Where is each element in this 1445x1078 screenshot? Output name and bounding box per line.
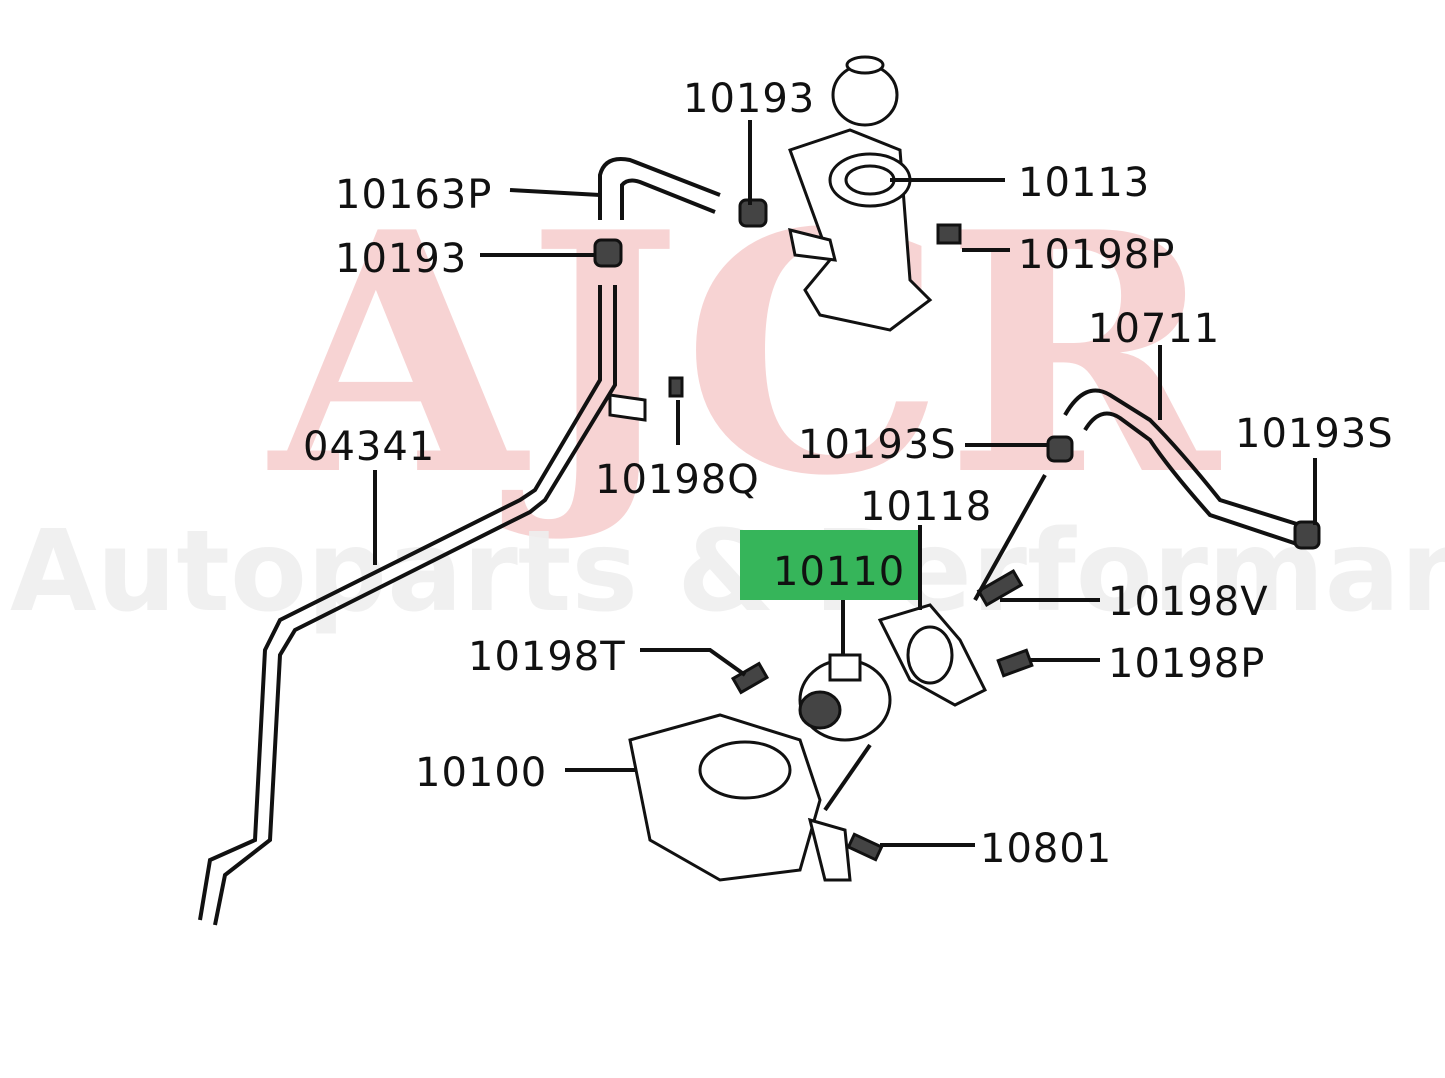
callout-10113: 10113 xyxy=(1018,160,1150,206)
callout-10193S-right: 10193S xyxy=(1235,411,1394,457)
callout-10193-top: 10193 xyxy=(683,76,815,122)
hose-right-outer xyxy=(1063,388,1301,527)
pipe-left-outer xyxy=(198,285,602,921)
gasket-part xyxy=(877,603,988,707)
leader-line xyxy=(509,188,601,197)
leader-line xyxy=(640,648,747,677)
callout-10193S-center: 10193S xyxy=(798,422,957,468)
hose-upper-left xyxy=(598,157,721,220)
clamp-part xyxy=(1046,435,1074,463)
clamp-part xyxy=(738,198,768,228)
bolt-part xyxy=(730,661,770,695)
callout-10110[interactable]: 10110 xyxy=(773,549,905,595)
callout-10198P-bottom: 10198P xyxy=(1108,641,1265,687)
bolt-part xyxy=(976,569,1024,607)
bolt-part xyxy=(846,832,884,862)
pipe-left-inner xyxy=(213,285,617,926)
callout-04341: 04341 xyxy=(303,424,435,470)
callout-10801: 10801 xyxy=(980,826,1112,872)
callout-10100: 10100 xyxy=(415,750,547,796)
cap-part xyxy=(831,55,899,127)
callout-10198Q: 10198Q xyxy=(595,457,760,503)
leader-line xyxy=(823,743,872,812)
callout-10198P-top: 10198P xyxy=(1018,232,1175,278)
clamp-part xyxy=(1293,520,1321,550)
callout-10118: 10118 xyxy=(860,484,992,530)
callout-10198V: 10198V xyxy=(1108,579,1269,625)
bolt-part xyxy=(936,223,962,245)
callout-10711: 10711 xyxy=(1088,306,1220,352)
bolt-part xyxy=(608,376,684,422)
callout-10198T: 10198T xyxy=(468,634,626,680)
thermostat-part xyxy=(798,653,892,742)
clamp-part xyxy=(593,238,623,268)
hose-right-inner xyxy=(1083,411,1301,547)
callout-10193-left: 10193 xyxy=(335,236,467,282)
thermostat-housing-part xyxy=(628,713,852,882)
bolt-part xyxy=(996,648,1034,678)
callout-10163P: 10163P xyxy=(335,172,492,218)
watermark-sub: Autoparts & Performance xyxy=(10,507,1445,637)
selected-part-highlight xyxy=(740,530,920,600)
hose-upper-left-inner xyxy=(620,178,716,220)
leader-line xyxy=(973,474,1047,601)
